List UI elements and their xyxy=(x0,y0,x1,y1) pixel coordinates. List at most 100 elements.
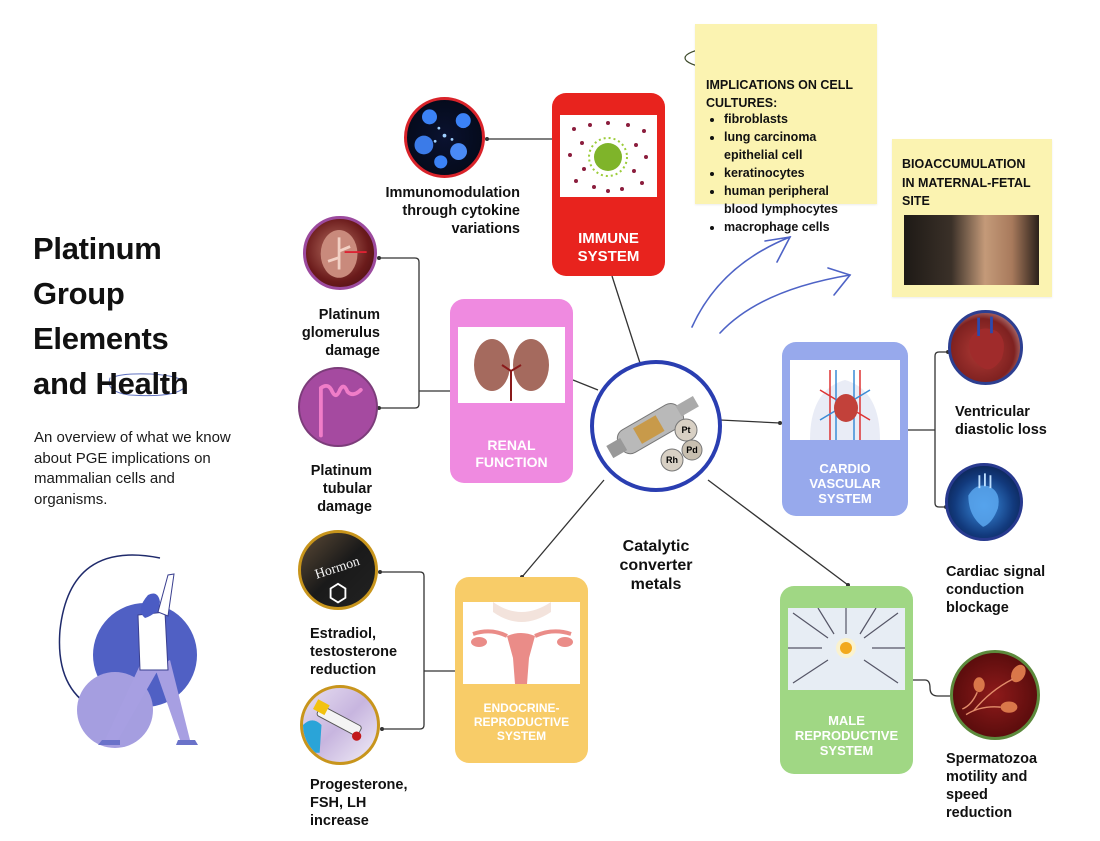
connector-center-immune xyxy=(611,275,641,364)
system-label: IMMUNE SYSTEM xyxy=(552,230,665,266)
system-label-line: SYSTEM xyxy=(819,743,874,758)
arrow-to-bioaccumulation xyxy=(719,274,851,334)
uterus-icon xyxy=(471,602,573,684)
title-line: and Health xyxy=(33,366,189,401)
element-symbol-rh: Rh xyxy=(666,455,678,465)
title-line: Elements xyxy=(33,321,169,356)
kidneys-icon xyxy=(474,339,549,401)
note-heading-line: SITE xyxy=(902,194,930,208)
system-card-male-reproductive[interactable]: MALE REPRODUCTIVE SYSTEM xyxy=(780,586,913,774)
system-card-immune[interactable]: IMMUNE SYSTEM xyxy=(552,93,665,276)
system-label: CARDIO VASCULAR SYSTEM xyxy=(782,461,908,506)
virus-icon xyxy=(568,121,648,193)
list-item: human peripheral blood lymphocytes xyxy=(724,182,859,218)
woman-shoes xyxy=(98,740,198,745)
effect-ventricular: Ventricular diastolic loss xyxy=(955,403,1085,439)
pregnant-belly-photo xyxy=(904,215,1039,285)
system-card-renal[interactable]: RENAL FUNCTION xyxy=(450,299,573,483)
list-item: fibroblasts xyxy=(724,110,859,128)
hormone-slate-text: Hormon xyxy=(313,554,362,583)
note-bioaccumulation: BIOACCUMULATION IN MATERNAL-FETAL SITE xyxy=(892,139,1052,297)
note-cell-cultures: IMPLICATIONS ON CELL CULTURES: fibroblas… xyxy=(695,24,877,234)
effect-spermatozoa: Spermatozoa motility and speed reduction xyxy=(946,750,1066,822)
sperm-egg-icon xyxy=(788,608,905,684)
kidney-cross-section-icon xyxy=(320,230,367,278)
page-subtitle: An overview of what we know about PGE im… xyxy=(34,429,231,508)
note-heading-line: CULTURES: xyxy=(706,96,778,110)
effect-tubular: Platinum tubular damage xyxy=(300,462,372,516)
cell-culture-list: fibroblasts lung carcinoma epithelial ce… xyxy=(706,110,859,236)
connector-cardio-bracket xyxy=(908,351,948,508)
circulatory-system-image xyxy=(790,360,900,440)
woman-torso xyxy=(137,611,169,671)
effect-line: Platinum xyxy=(318,307,380,323)
title-line: Platinum xyxy=(33,231,162,266)
element-symbol-pt: Pt xyxy=(682,425,691,435)
center-label-line: Catalytic xyxy=(622,538,690,555)
element-symbol-pd: Pd xyxy=(686,445,698,455)
effect-line: Progesterone, xyxy=(310,777,408,793)
effect-line: reduction xyxy=(946,805,1013,821)
note-heading: IMPLICATIONS ON CELL CULTURES: xyxy=(706,76,853,112)
effect-line: Immunomodulation xyxy=(385,185,520,201)
note-heading-line: IN MATERNAL-FETAL xyxy=(902,175,1031,190)
system-label-line: ENDOCRINE- xyxy=(483,701,560,715)
connector-center-endo xyxy=(521,479,605,578)
effect-cardiac: Cardiac signal conduction blockage xyxy=(946,563,1076,617)
ventricular-image xyxy=(948,310,1023,385)
woman-illustration xyxy=(58,554,198,748)
effect-line: Platinum xyxy=(310,463,372,479)
effect-line: blockage xyxy=(946,600,1009,616)
blood-sample-tube-icon xyxy=(303,699,362,753)
renal-tubule-icon xyxy=(319,383,363,438)
virus-image xyxy=(560,115,657,197)
system-label-line: IMMUNE xyxy=(578,230,639,247)
catalytic-converter-hub[interactable]: Pt Pd Rh xyxy=(590,360,722,492)
effect-line: Estradiol, xyxy=(310,626,377,642)
list-item: lung carcinoma epithelial cell xyxy=(724,128,844,164)
heart-anatomy-icon xyxy=(969,316,1004,370)
cytokine-cells-icon xyxy=(414,109,471,169)
system-label-line: SYSTEM xyxy=(577,248,640,265)
effect-line: conduction xyxy=(946,582,1025,598)
system-label: RENAL FUNCTION xyxy=(450,437,573,471)
note-heading: BIOACCUMULATION IN MATERNAL-FETAL SITE xyxy=(902,155,1031,211)
system-label-line: RENAL xyxy=(487,437,536,453)
effect-line: testosterone xyxy=(310,644,398,660)
catalytic-converter-icon: Pt Pd Rh xyxy=(606,396,703,472)
system-label-line: MALE xyxy=(828,713,865,728)
center-label: Catalytic converter metals xyxy=(600,537,712,594)
effect-line: Cardiac signal xyxy=(946,564,1046,580)
system-label-line: REPRODUCTIVE xyxy=(473,715,570,729)
glomerulus-image xyxy=(303,216,377,290)
effect-line: variations xyxy=(451,221,521,237)
note-heading-line: BIOACCUMULATION xyxy=(902,157,1026,171)
cardiac-signal-image xyxy=(945,463,1023,541)
system-label-line: SYSTEM xyxy=(496,729,547,743)
effect-line: through cytokine xyxy=(402,203,520,219)
system-card-endocrine-reproductive[interactable]: ENDOCRINE- REPRODUCTIVE SYSTEM xyxy=(455,577,588,763)
effect-line: reduction xyxy=(310,662,377,678)
tubular-image xyxy=(298,367,378,447)
list-item: keratinocytes xyxy=(724,164,859,182)
fertilization-image xyxy=(788,608,905,690)
effect-line: diastolic loss xyxy=(955,422,1047,438)
effect-estradiol: Estradiol, testosterone reduction xyxy=(310,625,420,679)
arrow-head-bioaccumulation xyxy=(827,267,852,296)
connector-center-cardio xyxy=(719,419,781,424)
effect-line: increase xyxy=(310,813,369,829)
effect-glomerulus: Platinum glomerulus damage xyxy=(300,306,380,360)
hormone-image: Hormon xyxy=(298,530,378,610)
kidneys-image xyxy=(458,327,565,403)
connector-male-sperm xyxy=(913,679,950,697)
system-label-line: REPRODUCTIVE xyxy=(794,728,899,743)
system-label: MALE REPRODUCTIVE SYSTEM xyxy=(780,713,913,758)
circulatory-system-icon xyxy=(810,370,880,440)
spermatozoa-icon xyxy=(962,664,1026,716)
system-label-line: CARDIO xyxy=(819,461,871,476)
list-item: macrophage cells xyxy=(724,218,859,236)
blood-test-image xyxy=(300,685,380,765)
uterus-image xyxy=(463,602,580,684)
system-card-cardiovascular[interactable]: CARDIO VASCULAR SYSTEM xyxy=(782,342,908,516)
effect-line: glomerulus xyxy=(301,325,380,341)
